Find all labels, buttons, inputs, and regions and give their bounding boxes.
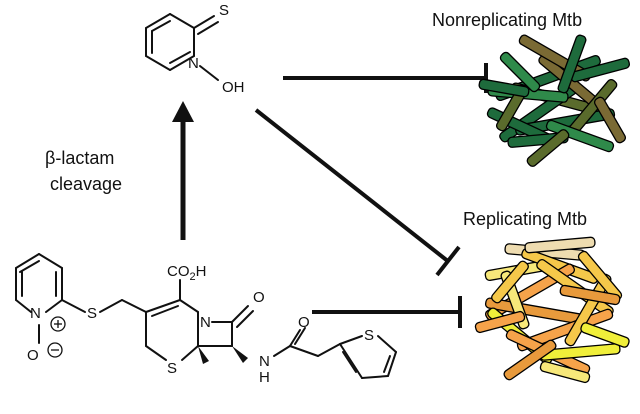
bacterium-rod xyxy=(559,284,621,306)
cleavage-label-line1: β-lactam xyxy=(45,148,114,168)
amide-hydrogen-label: H xyxy=(259,369,270,386)
bacterium-rod xyxy=(593,96,627,144)
bacterium-rod xyxy=(499,51,541,93)
thioether-sulfur-label: S xyxy=(87,305,97,322)
bacterium-rod xyxy=(557,34,587,94)
inhibition-to-nonreplicating xyxy=(283,63,488,93)
cephalosporin-prodrug-structure xyxy=(15,253,397,379)
bacterium-rod xyxy=(474,310,526,334)
cleavage-arrow xyxy=(172,101,194,240)
nonreplicating-mtb-label: Nonreplicating Mtb xyxy=(432,10,582,30)
ring-sulfur-label: S xyxy=(167,360,177,377)
inhibition-diagonal-to-replicating xyxy=(254,108,461,277)
bacterium-rod xyxy=(524,236,596,254)
lactam-oxygen-label: O xyxy=(253,289,265,306)
nonreplicating-mtb-cluster xyxy=(478,34,631,167)
lactam-nitrogen-label: N xyxy=(200,314,211,331)
thiophene-sulfur-label: S xyxy=(364,327,374,344)
bacterium-rod xyxy=(503,339,557,381)
bacterium-rod xyxy=(526,129,570,167)
positive-charge xyxy=(50,316,66,332)
carboxyl-label: CO2H xyxy=(167,263,206,283)
amide-nitrogen-label: N xyxy=(259,353,270,370)
negative-charge xyxy=(47,342,63,358)
lower-n-oxide-oxygen-label: O xyxy=(27,347,39,364)
upper-sulfur-label: S xyxy=(219,2,229,19)
hydroxypyridinethione-structure: S N OH xyxy=(145,2,245,96)
upper-hydroxyl-label: OH xyxy=(222,79,245,96)
replicating-mtb-label: Replicating Mtb xyxy=(463,209,587,229)
bacterium-rod xyxy=(545,119,615,153)
bacterium-rod xyxy=(580,322,630,348)
cleavage-label-line2: cleavage xyxy=(50,174,122,194)
bacterium-rod xyxy=(478,78,530,98)
bacterium-rod xyxy=(491,260,529,304)
upper-ring-bonds xyxy=(145,13,219,81)
upper-nitrogen-label: N xyxy=(188,55,199,72)
bacterium-rod xyxy=(539,360,591,384)
replicating-mtb-cluster xyxy=(474,236,630,384)
lower-pyridine-nitrogen-label: N xyxy=(30,305,41,322)
inhibition-lower-to-replicating xyxy=(312,296,462,328)
amide-oxygen-label: O xyxy=(298,314,310,331)
